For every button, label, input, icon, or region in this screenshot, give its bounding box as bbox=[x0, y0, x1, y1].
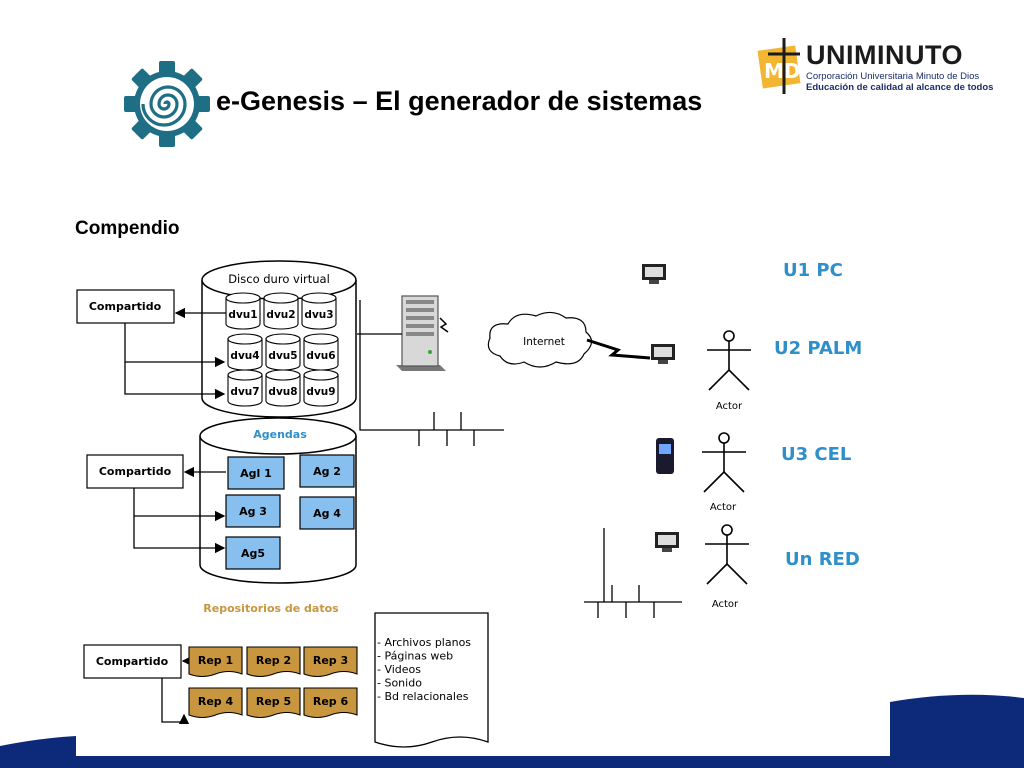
dvu-cylinder: dvu7 bbox=[227, 369, 263, 407]
dvu-label: dvu2 bbox=[266, 309, 295, 321]
agendas-shared-label: Compartido bbox=[99, 465, 172, 478]
user-label: U1 PC bbox=[783, 260, 843, 281]
dvu-label: dvu3 bbox=[304, 309, 333, 321]
agendas-title: Agendas bbox=[253, 428, 307, 441]
agenda-item: Ag 4 bbox=[299, 496, 355, 530]
wireless-bolt bbox=[586, 338, 651, 360]
dvu-cylinder: dvu5 bbox=[265, 333, 301, 371]
note-line: - Videos bbox=[377, 663, 421, 676]
actor-label: Actor bbox=[712, 599, 739, 610]
agendas-store: Agendas Agl 1 Ag 2 Ag 3 Ag 4 Ag5 bbox=[199, 417, 357, 584]
brand-tagline: Educación de calidad al alcance de todos bbox=[806, 82, 994, 93]
dvu-label: dvu5 bbox=[268, 350, 297, 362]
monitor-icon bbox=[655, 532, 679, 552]
user-labels: U1 PC U2 PALM U3 CEL Un RED bbox=[774, 260, 862, 570]
repository-item: Rep 1 bbox=[188, 646, 243, 678]
repository-item: Rep 6 bbox=[303, 687, 358, 719]
dvu-label: dvu8 bbox=[268, 386, 297, 398]
brand-subtitle: Corporación Universitaria Minuto de Dios bbox=[806, 71, 980, 82]
repository-item: Rep 4 bbox=[188, 687, 243, 719]
dvu-cylinder: dvu1 bbox=[225, 292, 261, 330]
repository-label: Rep 6 bbox=[313, 695, 349, 708]
repository-label: Rep 3 bbox=[313, 654, 348, 667]
monitor-icon bbox=[651, 344, 675, 364]
disk-title: Disco duro virtual bbox=[228, 272, 330, 286]
user-label: U2 PALM bbox=[774, 338, 862, 359]
agenda-item: Ag 2 bbox=[299, 454, 355, 488]
monitor-icon bbox=[642, 264, 666, 284]
dvu-cylinder: dvu9 bbox=[303, 369, 339, 407]
dvu-label: dvu1 bbox=[228, 309, 257, 321]
repository-label: Rep 2 bbox=[256, 654, 291, 667]
repository-label: Rep 5 bbox=[256, 695, 291, 708]
section-label: Compendio bbox=[75, 218, 180, 239]
virtual-disk: Disco duro virtual dvu1 dvu2 dvu3 dvu4 dvu5 d… bbox=[201, 260, 357, 418]
agenda-label: Ag 2 bbox=[313, 465, 341, 478]
agenda-item: Ag 3 bbox=[225, 494, 281, 528]
internet-label: Internet bbox=[523, 336, 565, 348]
agenda-label: Ag 4 bbox=[313, 507, 341, 520]
gear-spiral-icon bbox=[124, 61, 210, 147]
repository-label: Rep 1 bbox=[198, 654, 233, 667]
note-line: - Sonido bbox=[377, 677, 422, 690]
corner-swoosh bbox=[890, 694, 1024, 768]
internet-cloud: Internet bbox=[487, 311, 593, 368]
brand-name: UNIMINUTO bbox=[806, 40, 963, 70]
repositories-title: Repositorios de datos bbox=[203, 602, 339, 615]
server-tower-icon bbox=[396, 295, 449, 371]
dvu-cylinder: dvu4 bbox=[227, 333, 263, 371]
repositories-shared: Compartido bbox=[83, 644, 193, 725]
repository-item: Rep 5 bbox=[246, 687, 301, 719]
repository-label: Rep 4 bbox=[198, 695, 234, 708]
user-label: U3 CEL bbox=[781, 444, 851, 465]
footer-bar bbox=[0, 756, 1024, 768]
e-genesis-logo bbox=[124, 61, 210, 147]
brand-monogram: MD bbox=[764, 59, 801, 83]
slide-title: e-Genesis – El generador de sistemas bbox=[216, 86, 703, 116]
dvu-label: dvu9 bbox=[306, 386, 335, 398]
agenda-item: Ag5 bbox=[225, 536, 281, 570]
repository-note: - Archivos planos- Páginas web- Videos- … bbox=[374, 612, 489, 748]
dvu-cylinder: dvu8 bbox=[265, 369, 301, 407]
repository-item: Rep 3 bbox=[303, 646, 358, 678]
actor-icon bbox=[707, 330, 751, 391]
dvu-label: dvu6 bbox=[306, 350, 335, 362]
actor-icon bbox=[702, 432, 746, 493]
agenda-item: Agl 1 bbox=[227, 456, 285, 490]
dvu-label: dvu4 bbox=[230, 350, 259, 362]
repositories: Rep 1 Rep 2 Rep 3 Rep 4 Rep 5 Rep 6 bbox=[188, 646, 358, 719]
uniminuto-logo: MD UNIMINUTO Corporación Universitaria M… bbox=[754, 36, 1004, 96]
dvu-cylinder: dvu6 bbox=[303, 333, 339, 371]
disk-shared-label: Compartido bbox=[89, 300, 162, 313]
agenda-label: Ag 3 bbox=[239, 505, 267, 518]
md-monogram-icon: MD bbox=[757, 38, 801, 94]
user-label: Un RED bbox=[785, 549, 860, 570]
repository-item: Rep 2 bbox=[246, 646, 301, 678]
agenda-label: Agl 1 bbox=[240, 467, 272, 480]
actor-label: Actor bbox=[716, 401, 743, 412]
dvu-label: dvu7 bbox=[230, 386, 259, 398]
repositories-shared-label: Compartido bbox=[96, 655, 169, 668]
disk-shared: Compartido bbox=[76, 289, 226, 400]
agenda-label: Ag5 bbox=[241, 547, 265, 560]
cellphone-icon bbox=[656, 438, 674, 474]
actor-icon bbox=[705, 524, 749, 585]
note-line: - Archivos planos bbox=[377, 636, 471, 649]
note-line: - Bd relacionales bbox=[377, 690, 469, 703]
note-line: - Páginas web bbox=[377, 650, 453, 663]
dvu-cylinder: dvu3 bbox=[301, 292, 337, 330]
dvu-cylinder: dvu2 bbox=[263, 292, 299, 330]
agendas-shared: Compartido bbox=[86, 454, 226, 554]
actor-label: Actor bbox=[710, 502, 737, 513]
